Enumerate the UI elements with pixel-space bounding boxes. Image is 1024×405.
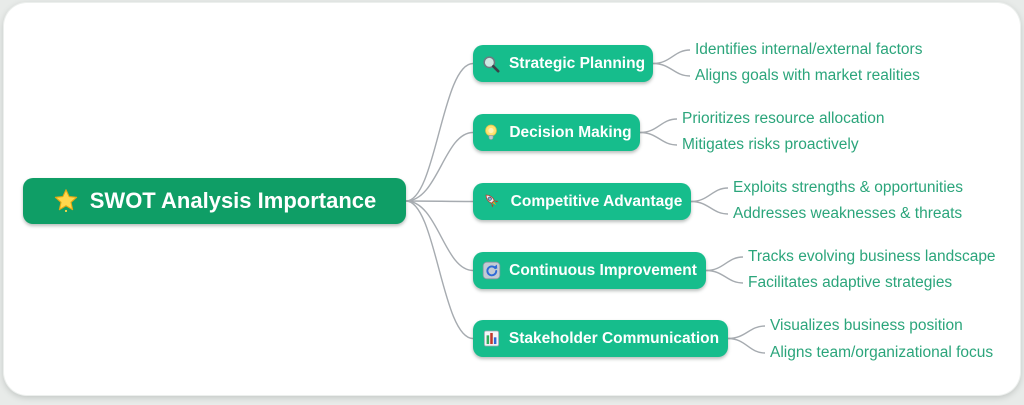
leaf-node[interactable]: Tracks evolving business landscape [748, 248, 996, 265]
topic-label: Strategic Planning [508, 54, 646, 72]
topic-label: Competitive Advantage [510, 192, 683, 210]
connector-root-topic-1 [405, 62, 474, 202]
mindmap-canvas: SWOT Analysis Importance Strategic Plann… [3, 2, 1021, 396]
leaf-node[interactable]: Prioritizes resource allocation [682, 110, 885, 127]
topic-node-stakeholder-communication[interactable]: Stakeholder Communication [473, 320, 728, 357]
connector-topic2-leaf2 [639, 131, 678, 146]
topic-label: Continuous Improvement [509, 261, 697, 279]
connector-topic1-leaf2 [652, 62, 691, 77]
leaf-node[interactable]: Visualizes business position [770, 317, 963, 334]
topic-node-strategic-planning[interactable]: Strategic Planning [473, 45, 653, 82]
connector-topic1-leaf1 [652, 49, 691, 65]
cycle-arrows-icon [482, 261, 501, 280]
connector-topic2-leaf1 [639, 118, 678, 134]
light-bulb-icon [481, 123, 501, 143]
connector-topic4-leaf2 [705, 269, 744, 284]
rocket-icon [482, 191, 503, 212]
glowing-star-icon [53, 188, 79, 214]
topic-label: Decision Making [509, 123, 632, 141]
topic-node-continuous-improvement[interactable]: Continuous Improvement [473, 252, 706, 289]
bar-chart-icon [482, 329, 501, 348]
topic-node-decision-making[interactable]: Decision Making [473, 114, 640, 151]
connector-topic3-leaf2 [690, 200, 729, 215]
leaf-node[interactable]: Mitigates risks proactively [682, 136, 859, 153]
connector-topic5-leaf1 [727, 325, 766, 340]
connector-root-topic-4 [405, 200, 474, 272]
topic-label: Stakeholder Communication [508, 329, 720, 347]
connector-root-topic-2 [405, 131, 474, 202]
root-node-label: SWOT Analysis Importance [89, 188, 377, 213]
connector-topic4-leaf1 [705, 256, 744, 272]
leaf-node[interactable]: Aligns goals with market realities [695, 67, 920, 84]
connector-root-topic-3 [405, 200, 474, 203]
leaf-node[interactable]: Addresses weaknesses & threats [733, 205, 963, 222]
connector-root-topic-5 [405, 200, 474, 340]
leaf-node[interactable]: Aligns team/organizational focus [770, 344, 994, 361]
leaf-node[interactable]: Facilitates adaptive strategies [748, 274, 953, 291]
root-node-swot-analysis-importance[interactable]: SWOT Analysis Importance [23, 178, 406, 224]
connector-topic3-leaf1 [690, 187, 729, 203]
magnifier-icon [481, 54, 501, 74]
connector-topic5-leaf2 [727, 337, 766, 354]
leaf-node[interactable]: Identifies internal/external factors [695, 41, 923, 58]
topic-node-competitive-advantage[interactable]: Competitive Advantage [473, 183, 691, 220]
leaf-node[interactable]: Exploits strengths & opportunities [733, 179, 964, 196]
